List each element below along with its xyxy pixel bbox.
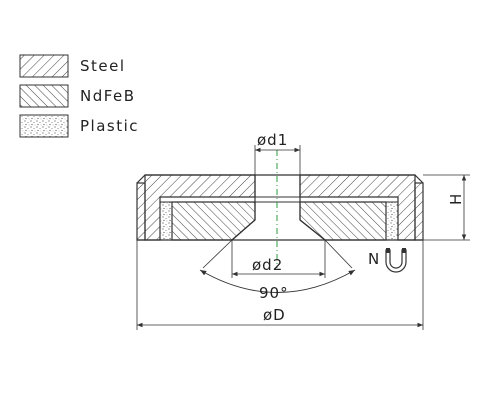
legend-label-ndfeb: NdFeB	[80, 87, 136, 105]
countersink-right	[299, 219, 326, 241]
ndfeb-magnet-right	[299, 201, 387, 241]
chamfer-right	[414, 174, 424, 184]
countersink-left	[231, 219, 256, 241]
D-label: øD	[263, 306, 286, 324]
angle-label: 90°	[259, 284, 289, 302]
plastic-ring-left	[159, 201, 173, 241]
ndfeb-magnet-left	[171, 201, 256, 241]
legend-item-ndfeb: NdFeB	[19, 84, 136, 108]
angle-ray-left	[202, 239, 233, 269]
angle-arc	[199, 269, 356, 293]
legend-item-steel: Steel	[19, 54, 126, 78]
dimension-angle: 90°	[199, 239, 356, 302]
ndfeb-swatch	[19, 84, 69, 108]
dimension-h: H	[423, 174, 470, 241]
dimension-d1: ød1	[254, 131, 301, 175]
dimension-d2: ød2	[231, 240, 326, 278]
chamfer-left	[136, 174, 146, 184]
horseshoe-magnet-icon	[385, 249, 407, 273]
steel-swatch	[19, 54, 69, 78]
legend: Steel NdFeB Plastic	[19, 54, 139, 138]
legend-item-plastic: Plastic	[19, 114, 139, 138]
steel-top-band-right	[414, 182, 424, 241]
angle-ray-right	[324, 239, 353, 269]
steel-top-band-left	[136, 182, 146, 241]
magnet-cross-section	[136, 150, 424, 268]
dimension-D: øD	[136, 240, 424, 330]
legend-label-plastic: Plastic	[80, 117, 139, 135]
plastic-swatch	[19, 114, 69, 138]
legend-label-steel: Steel	[80, 57, 126, 75]
north-pole-label: N	[368, 250, 380, 268]
h-label: H	[447, 193, 465, 205]
d1-label: ød1	[257, 131, 288, 149]
d2-label: ød2	[252, 256, 283, 274]
horseshoe-pole-left	[386, 248, 390, 253]
horseshoe-pole-right	[402, 248, 406, 253]
plastic-ring-right	[385, 201, 399, 241]
magnet-pole-indicator: N	[368, 248, 407, 273]
